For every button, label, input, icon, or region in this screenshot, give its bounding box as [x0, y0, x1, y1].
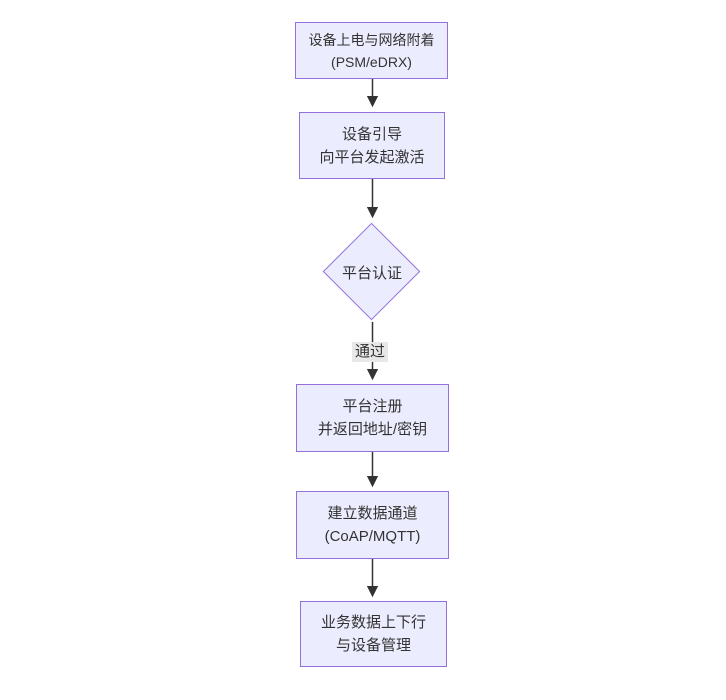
node-business-line1: 业务数据上下行 — [320, 614, 426, 631]
node-auth-decision: 平台认证 — [322, 222, 422, 322]
node-bootstrap-line1: 设备引导 — [341, 125, 402, 143]
edge-label-pass: 通过 — [352, 342, 389, 362]
node-business: 业务数据上下行 与设备管理 — [300, 601, 447, 667]
node-channel: 建立数据通道 (CoAP/MQTT) — [296, 491, 449, 559]
node-business-line2: 与设备管理 — [335, 637, 411, 654]
node-register: 平台注册 并返回地址/密钥 — [296, 384, 449, 452]
node-register-line1: 平台注册 — [342, 398, 403, 415]
node-bootstrap: 设备引导 向平台发起激活 — [299, 112, 445, 179]
node-bootstrap-line2: 向平台发起激活 — [319, 148, 425, 166]
node-register-line2: 并返回地址/密钥 — [317, 421, 428, 438]
node-channel-line1: 建立数据通道 — [327, 505, 418, 522]
node-channel-line2: (CoAP/MQTT) — [324, 528, 421, 545]
node-power-attach: 设备上电与网络附着 (PSM/eDRX) — [295, 22, 448, 79]
node-auth-label: 平台认证 — [341, 264, 402, 282]
node-power-attach-line1: 设备上电与网络附着 — [308, 31, 435, 48]
node-power-attach-line2: (PSM/eDRX) — [331, 53, 412, 70]
